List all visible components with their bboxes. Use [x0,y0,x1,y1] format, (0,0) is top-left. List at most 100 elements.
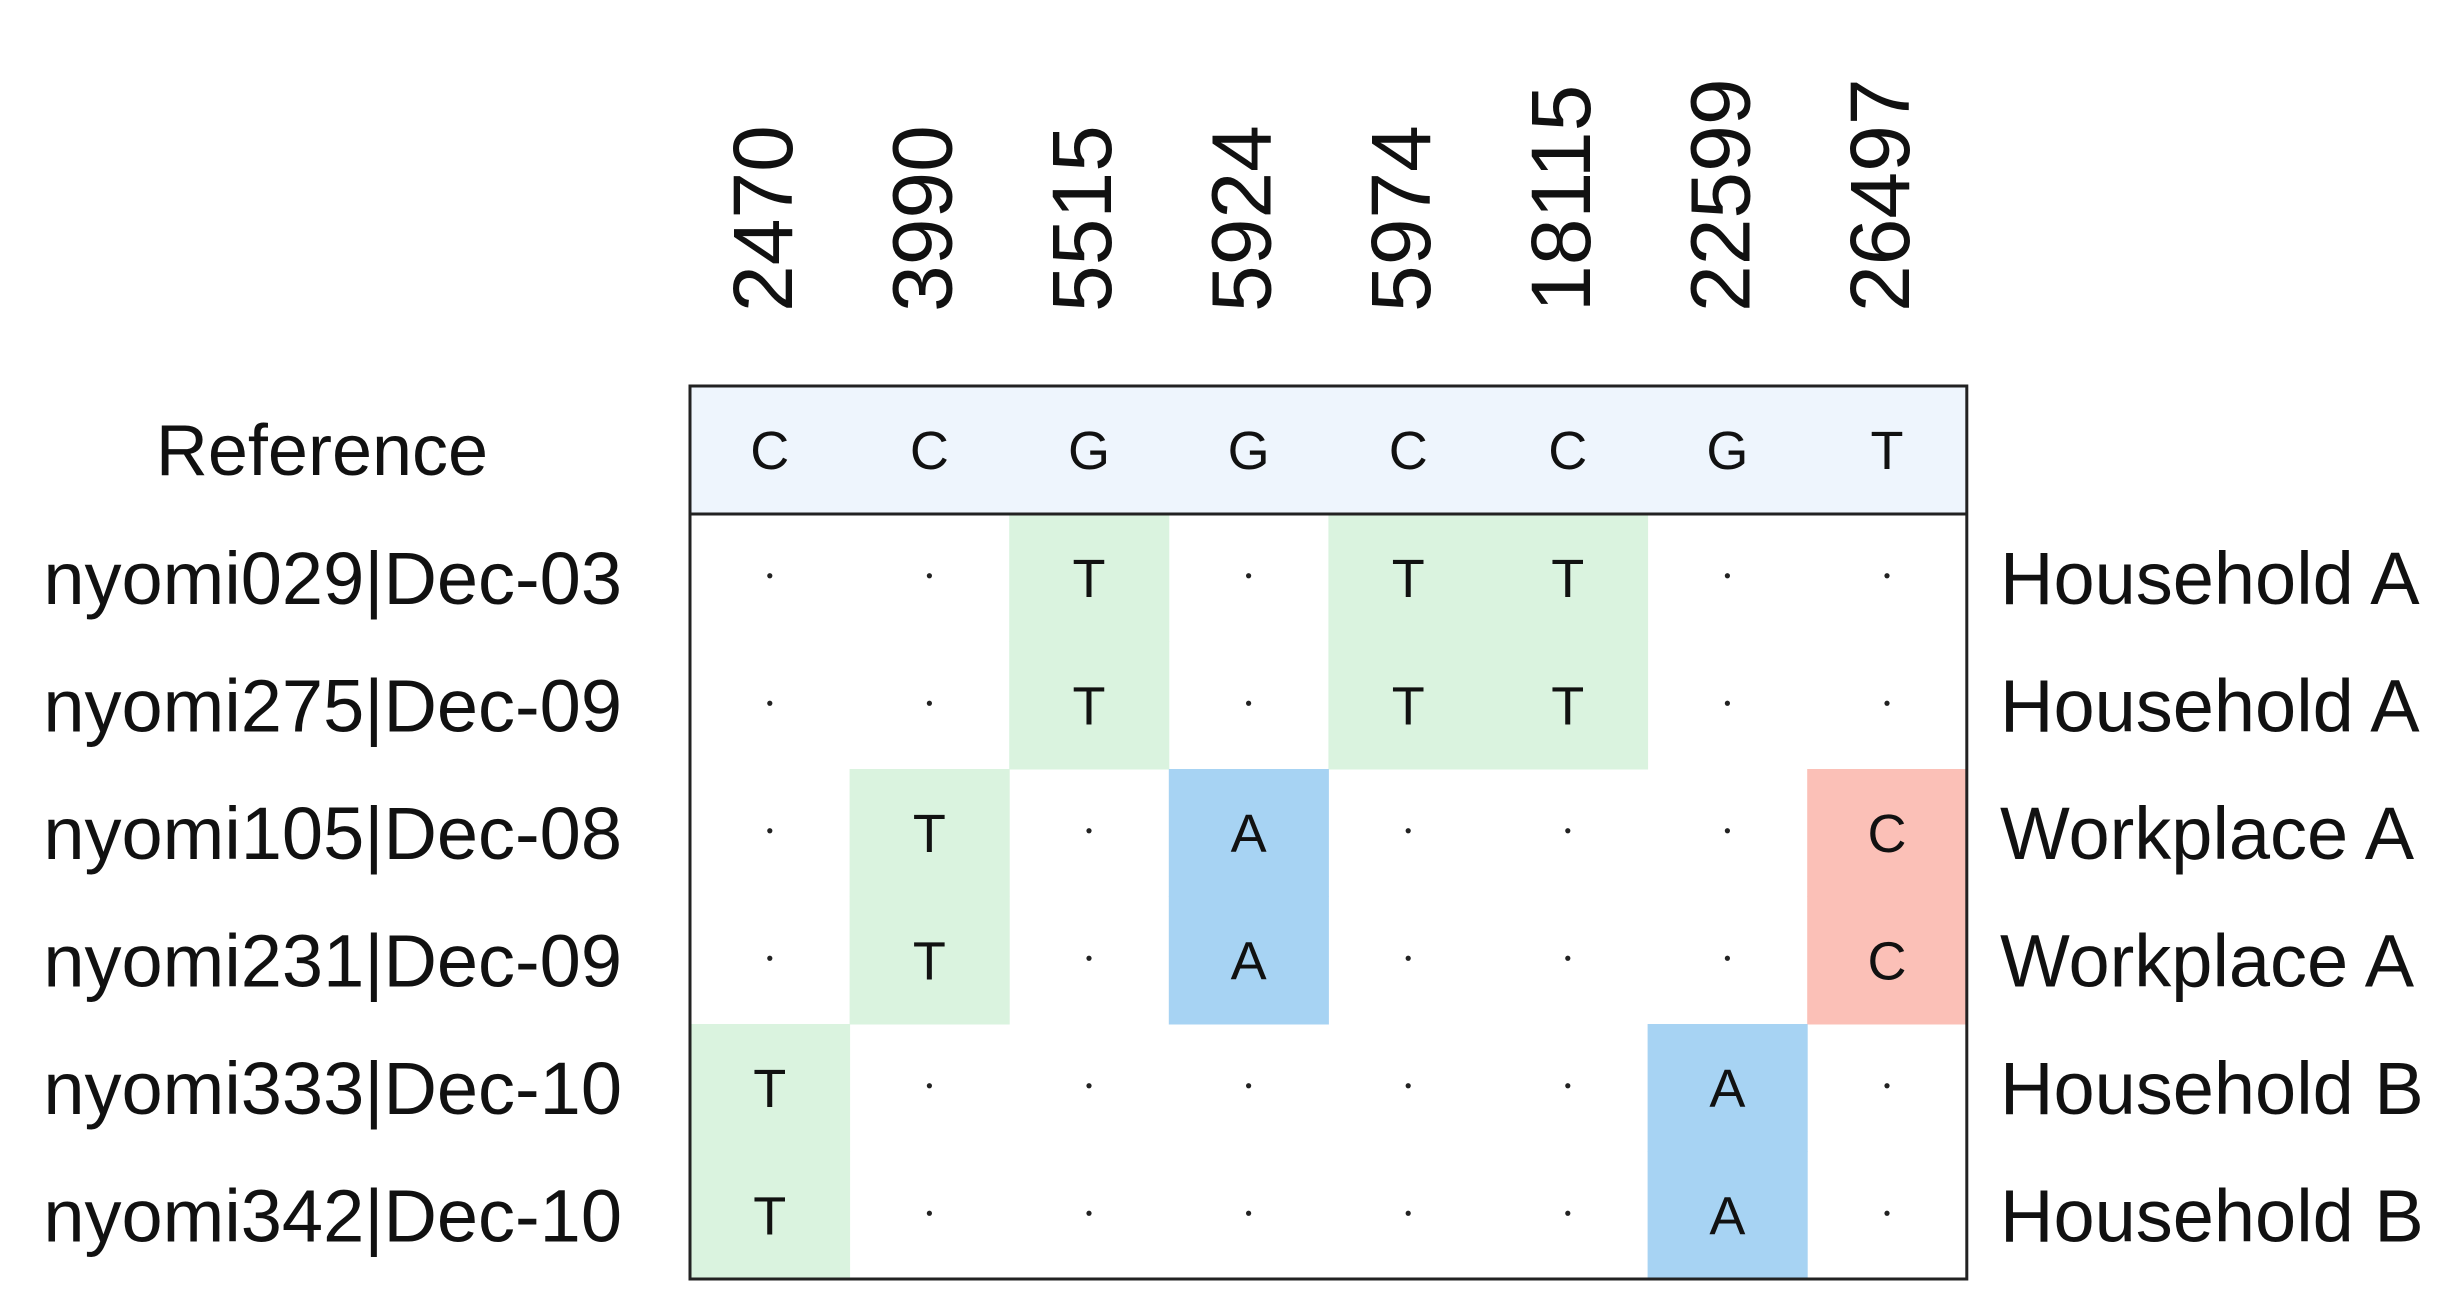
variant-base: T [1551,549,1584,609]
variant-base: T [1392,676,1425,736]
position-label: 2470 [716,125,810,312]
position-labels: 2470 3990 5515 5924 5974 18115 22599 26497 [716,78,1927,312]
variant-base: T [753,1059,786,1119]
sample-label: nyomi105|Dec-08 [43,792,622,875]
position-label: 26497 [1833,78,1927,312]
group-label: Workplace A [2000,792,2415,875]
variant-cell [1488,641,1649,770]
group-label: Workplace A [2000,919,2415,1002]
match-dot [1086,1210,1092,1216]
variant-base: T [753,1186,786,1246]
reference-base: G [1228,421,1270,481]
variant-base: T [1073,549,1106,609]
match-dot [1405,1083,1411,1089]
match-dot [926,700,933,706]
match-dot [926,1083,933,1089]
match-dot [1405,955,1411,961]
sample-label: nyomi342|Dec-10 [43,1174,622,1257]
position-label: 5515 [1035,125,1129,312]
match-dot [1086,1083,1092,1089]
match-dot [1246,1210,1252,1216]
match-dot [1246,1083,1252,1089]
match-dot [1565,1210,1571,1216]
match-dot [1884,1210,1890,1216]
match-dot [1884,1083,1890,1089]
variant-base: T [913,931,946,991]
variant-cell [1488,514,1649,642]
reference-band [690,386,1967,514]
reference-base: C [910,421,949,481]
position-label: 18115 [1514,85,1608,312]
match-dot [926,573,933,579]
reference-base: T [1871,421,1904,481]
variant-cell [1807,769,1968,897]
variant-cell [1328,641,1489,770]
grid-frame [688,384,1969,1281]
variant-base: T [1073,676,1106,736]
group-label: Household B [2000,1174,2424,1257]
group-label: Household B [2000,1047,2424,1130]
variant-base: A [1709,1186,1745,1246]
sample-label: nyomi333|Dec-10 [43,1047,622,1130]
position-label: 5974 [1354,125,1448,312]
reference-base: C [750,421,789,481]
match-dot [1246,700,1252,706]
variant-cell [1647,1151,1808,1280]
match-dot [1565,828,1571,834]
match-dot [767,573,773,579]
reference-base: G [1068,421,1110,481]
match-dot [1884,700,1890,706]
sample-label: nyomi275|Dec-09 [43,664,622,747]
match-dot [1246,573,1252,579]
match-dot [1724,828,1730,834]
match-dot [1405,828,1411,834]
variant-cell [1807,896,1968,1025]
match-dot [1724,573,1730,579]
variant-base: A [1231,804,1267,864]
base-calls: C C G G C C G T T T T T T T T A C T A C T A T A [750,421,1906,1246]
variant-cell [849,769,1010,897]
cell-backgrounds [690,386,1968,1280]
variant-cell [1647,1024,1808,1152]
variant-base: C [1868,931,1907,991]
variant-cell [1168,769,1329,897]
match-dot [1086,955,1092,961]
reference-base: C [1548,421,1587,481]
match-dot [1086,828,1092,834]
sample-labels: Reference nyomi029|Dec-03 nyomi275|Dec-09 n… [43,411,622,1257]
variant-cell [1168,896,1329,1025]
group-label: Household A [2000,664,2420,747]
match-dot [1405,1210,1411,1216]
group-labels: Household A Household A Workplace A Workpla… [2000,537,2424,1258]
position-label: 3990 [875,125,969,312]
match-dot [1565,955,1571,961]
variant-cell [1328,514,1489,642]
variant-cell [1009,514,1170,642]
match-dot [767,828,773,834]
match-dot [767,700,773,706]
variant-base: C [1868,804,1907,864]
match-dot [1565,1083,1571,1089]
variant-cell [849,896,1010,1025]
match-dot [1724,700,1730,706]
match-dot [1884,573,1890,579]
variant-base: T [1551,676,1584,736]
sample-label: nyomi029|Dec-03 [43,537,622,620]
variant-cell [690,1151,851,1280]
variant-base: T [1392,549,1425,609]
match-dot [767,955,773,961]
reference-base: G [1706,421,1748,481]
reference-label: Reference [156,411,488,491]
reference-base: C [1389,421,1428,481]
variant-cell [1009,641,1170,770]
variant-base: A [1709,1059,1745,1119]
variant-base: T [913,804,946,864]
position-label: 5924 [1195,125,1289,312]
group-label: Household A [2000,537,2420,620]
match-dot [926,1210,933,1216]
sample-label: nyomi231|Dec-09 [43,919,622,1002]
position-label: 22599 [1673,78,1767,312]
match-dot [1724,955,1730,961]
variant-base: A [1231,931,1267,991]
